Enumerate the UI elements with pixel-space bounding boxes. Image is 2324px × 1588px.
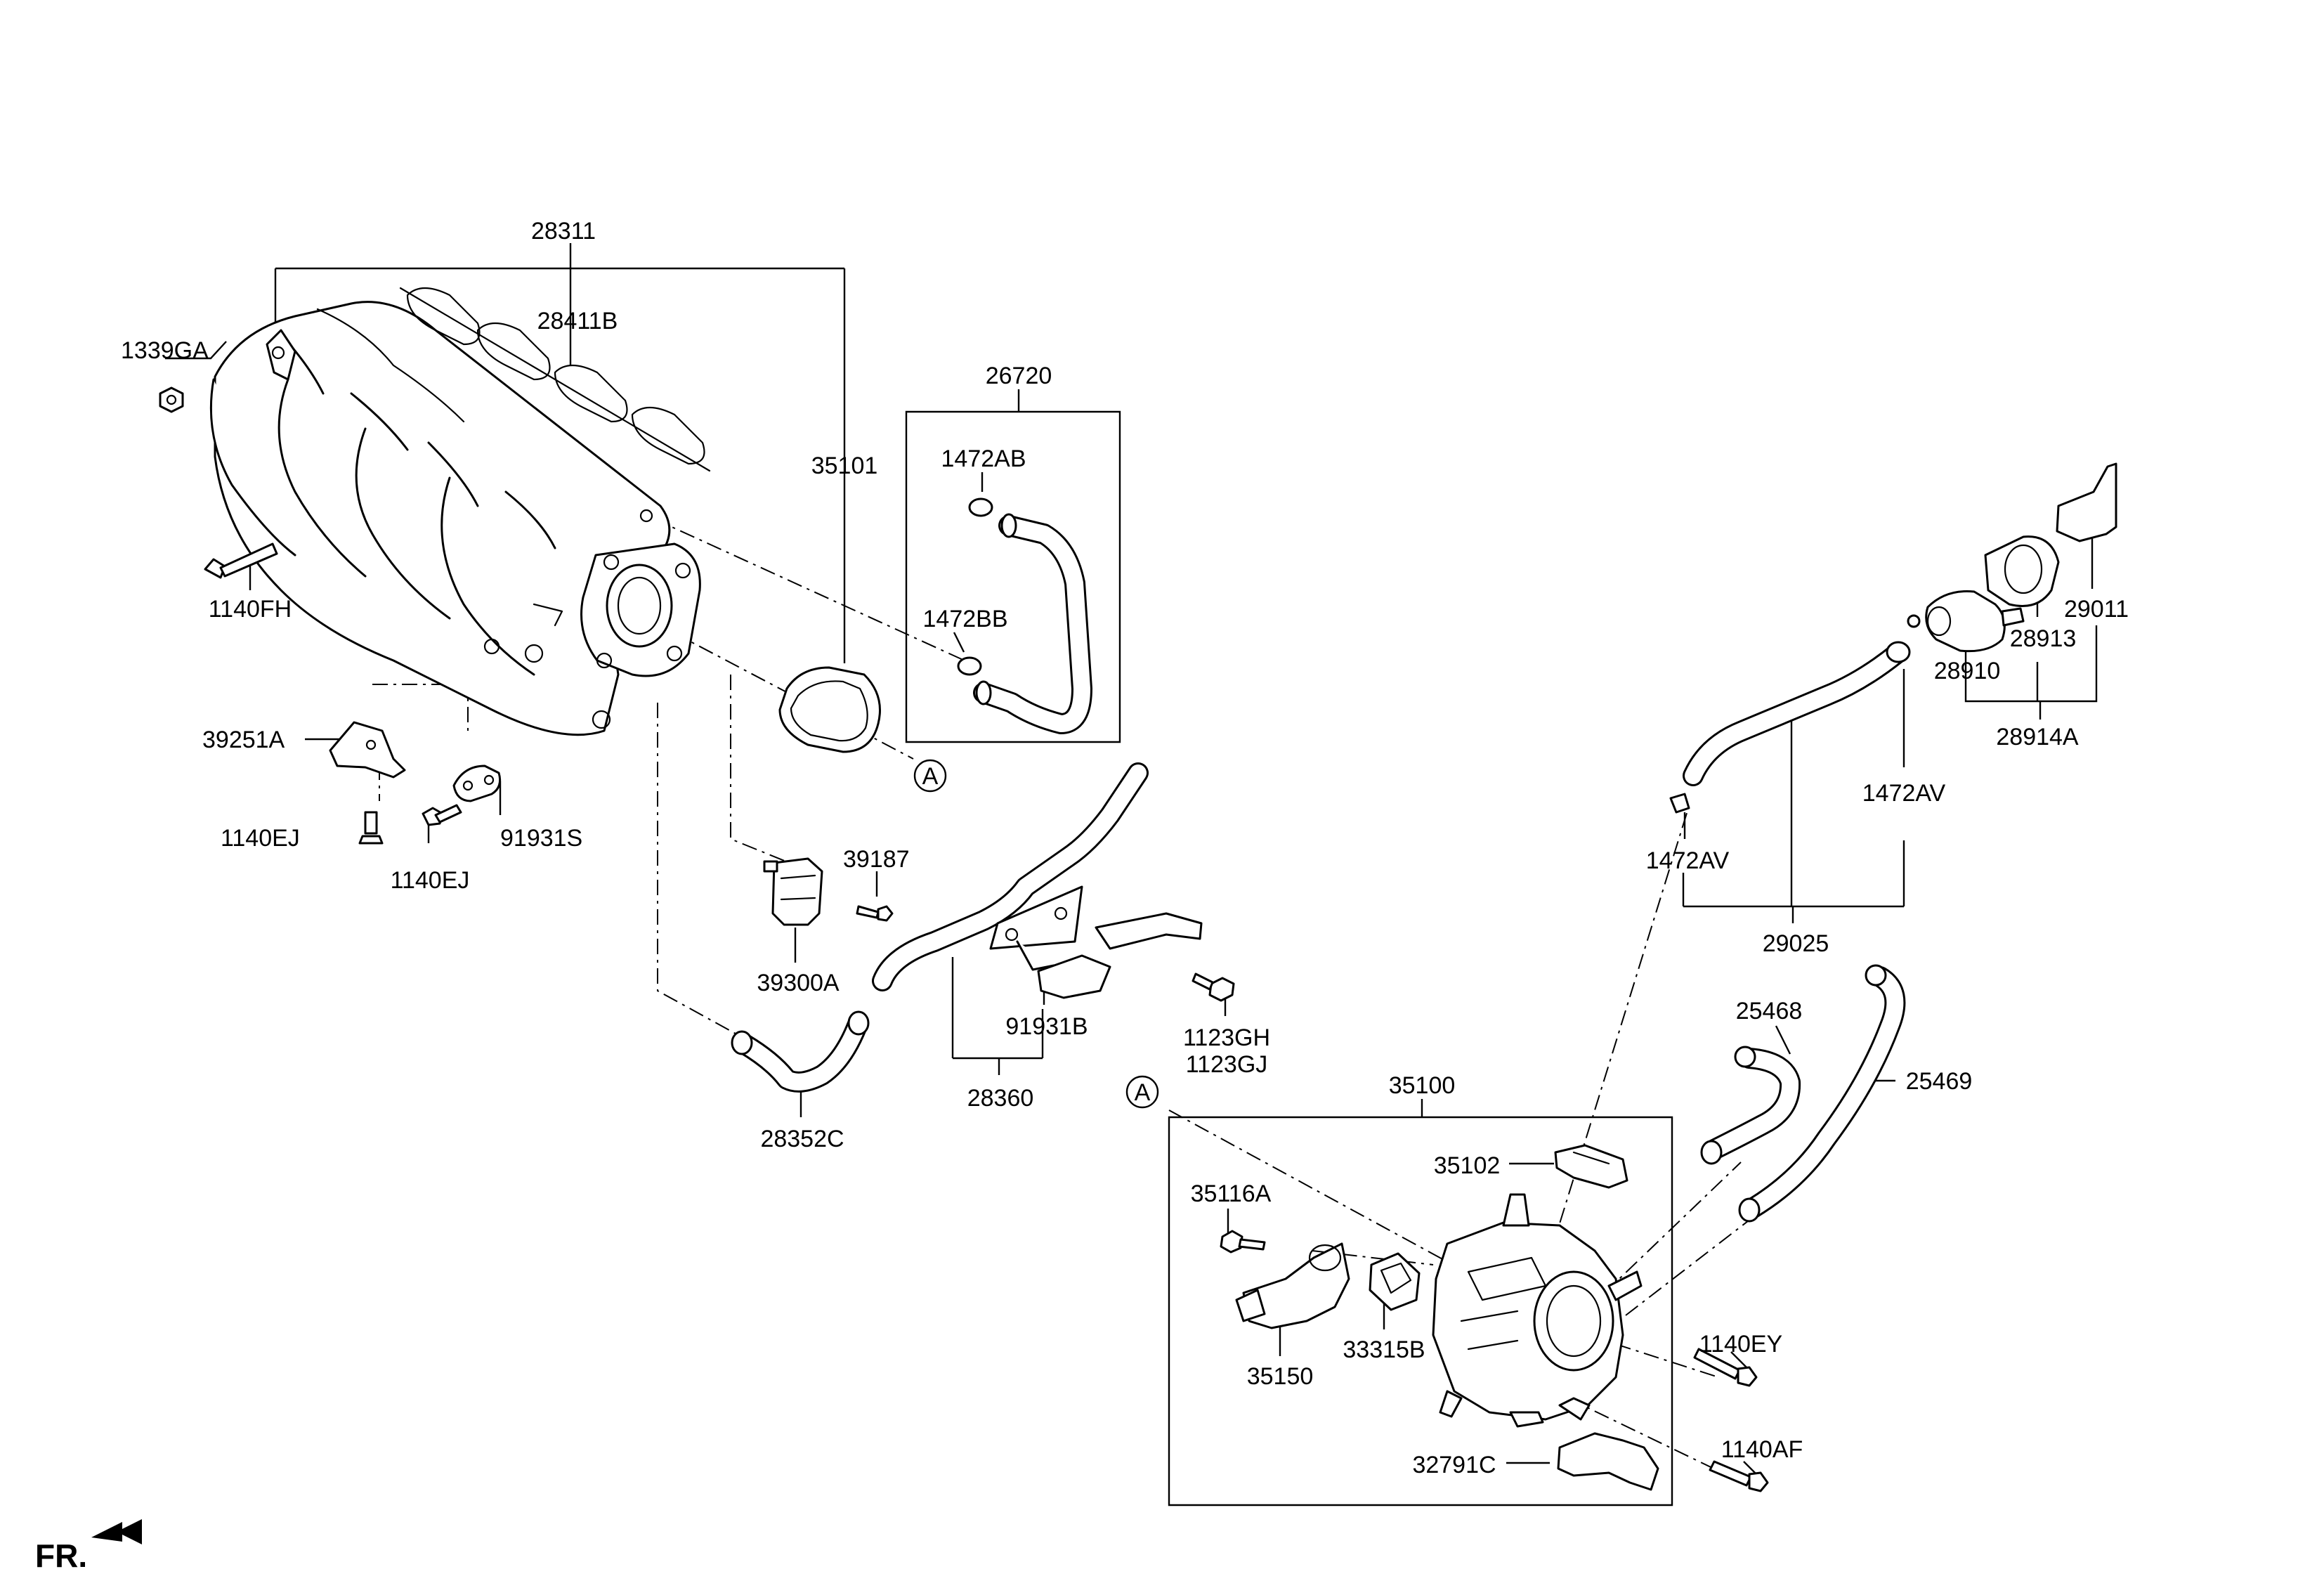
label-28910: 28910: [1934, 658, 2001, 684]
ref-marker-a-1: A: [913, 759, 947, 793]
label-35100: 35100: [1389, 1072, 1456, 1099]
label-39300A: 39300A: [757, 970, 840, 996]
label-1472BB: 1472BB: [923, 606, 1008, 632]
pipe-28360: [872, 762, 1149, 991]
label-39187: 39187: [843, 846, 910, 873]
alignment-lines: [372, 518, 1761, 1476]
label-39251A: 39251A: [202, 727, 285, 753]
gasket-33315B: [1369, 1252, 1421, 1311]
label-1140AF: 1140AF: [1721, 1436, 1803, 1463]
hose-29025: [1669, 641, 1911, 814]
label-1472AV-b: 1472AV: [1646, 847, 1730, 874]
bolt-1140AF: [1709, 1460, 1769, 1492]
ref-marker-label: A: [922, 763, 939, 790]
label-33315B: 33315B: [1343, 1336, 1425, 1363]
intake-manifold: [209, 301, 701, 736]
label-28411B: 28411B: [537, 308, 618, 334]
map-sensor: [763, 857, 823, 926]
label-25468: 25468: [1736, 998, 1803, 1024]
label-35101: 35101: [811, 453, 878, 479]
label-91931S: 91931S: [500, 825, 582, 852]
ref-marker-a-2: A: [1125, 1075, 1159, 1109]
circle-marker-icon: [1125, 1075, 1159, 1109]
label-28311: 28311: [531, 218, 596, 245]
label-1472AV-a: 1472AV: [1862, 780, 1946, 807]
bracket-91931B: [1037, 912, 1203, 999]
bolt-1140EJ-a: [358, 811, 384, 845]
bolt-1123GH: [1192, 972, 1235, 1002]
pcv-hose: [957, 497, 1092, 734]
bolt-1140FH: [204, 542, 278, 579]
label-28914A: 28914A: [1996, 724, 2079, 750]
label-1123GH: 1123GH: [1183, 1024, 1270, 1051]
purge-valve-assembly: [1907, 535, 2060, 653]
idle-speed-actuator: [1235, 1242, 1350, 1329]
label-28360: 28360: [967, 1085, 1034, 1112]
label-26720: 26720: [986, 363, 1052, 389]
bolt-35116A: [1220, 1230, 1266, 1254]
label-1140EJ-a: 1140EJ: [221, 825, 300, 852]
bracket-29011: [2056, 462, 2117, 542]
label-29011: 29011: [2064, 596, 2129, 623]
label-32791C: 32791C: [1412, 1452, 1496, 1478]
bolt-1140EY: [1693, 1348, 1758, 1387]
hose-25468: [1700, 1046, 1801, 1165]
bracket-32791C: [1557, 1397, 1659, 1491]
label-28913: 28913: [2010, 625, 2077, 652]
part-labels: 28311 28411B 1339GA 1140FH 35101 26720 1…: [35, 218, 2129, 1574]
label-91931B: 91931B: [1005, 1013, 1088, 1040]
label-1123GJ: 1123GJ: [1186, 1051, 1268, 1078]
label-29025: 29025: [1763, 930, 1829, 957]
label-35102: 35102: [1434, 1152, 1501, 1179]
throttle-body: [1432, 1193, 1643, 1428]
throttle-gasket: [778, 666, 881, 753]
label-1339GA: 1339GA: [121, 337, 209, 364]
label-35150: 35150: [1247, 1363, 1314, 1390]
bolt-1140EJ-b: [422, 804, 462, 826]
ref-marker-label: A: [1135, 1079, 1151, 1106]
circle-marker-icon: [913, 759, 947, 793]
nut-1339GA: [159, 386, 184, 413]
label-35116A: 35116A: [1191, 1180, 1272, 1207]
label-1140FH: 1140FH: [209, 596, 292, 623]
bracket-39251A: [329, 721, 406, 779]
label-1140EJ-b: 1140EJ: [391, 867, 470, 894]
label-1140EY: 1140EY: [1699, 1331, 1782, 1358]
tps-sensor: [1554, 1144, 1628, 1189]
front-arrow-icon: [91, 1519, 142, 1544]
hose-25469: [1738, 964, 1906, 1223]
bolt-39187: [856, 905, 894, 922]
label-28352C: 28352C: [760, 1126, 844, 1152]
bracket-91931S: [452, 764, 502, 802]
label-1472AB: 1472AB: [941, 445, 1026, 472]
label-25469: 25469: [1906, 1068, 1973, 1095]
manifold-gasket: [399, 287, 711, 472]
front-indicator: FR.: [35, 1537, 87, 1574]
hose-28352C: [731, 1010, 870, 1093]
